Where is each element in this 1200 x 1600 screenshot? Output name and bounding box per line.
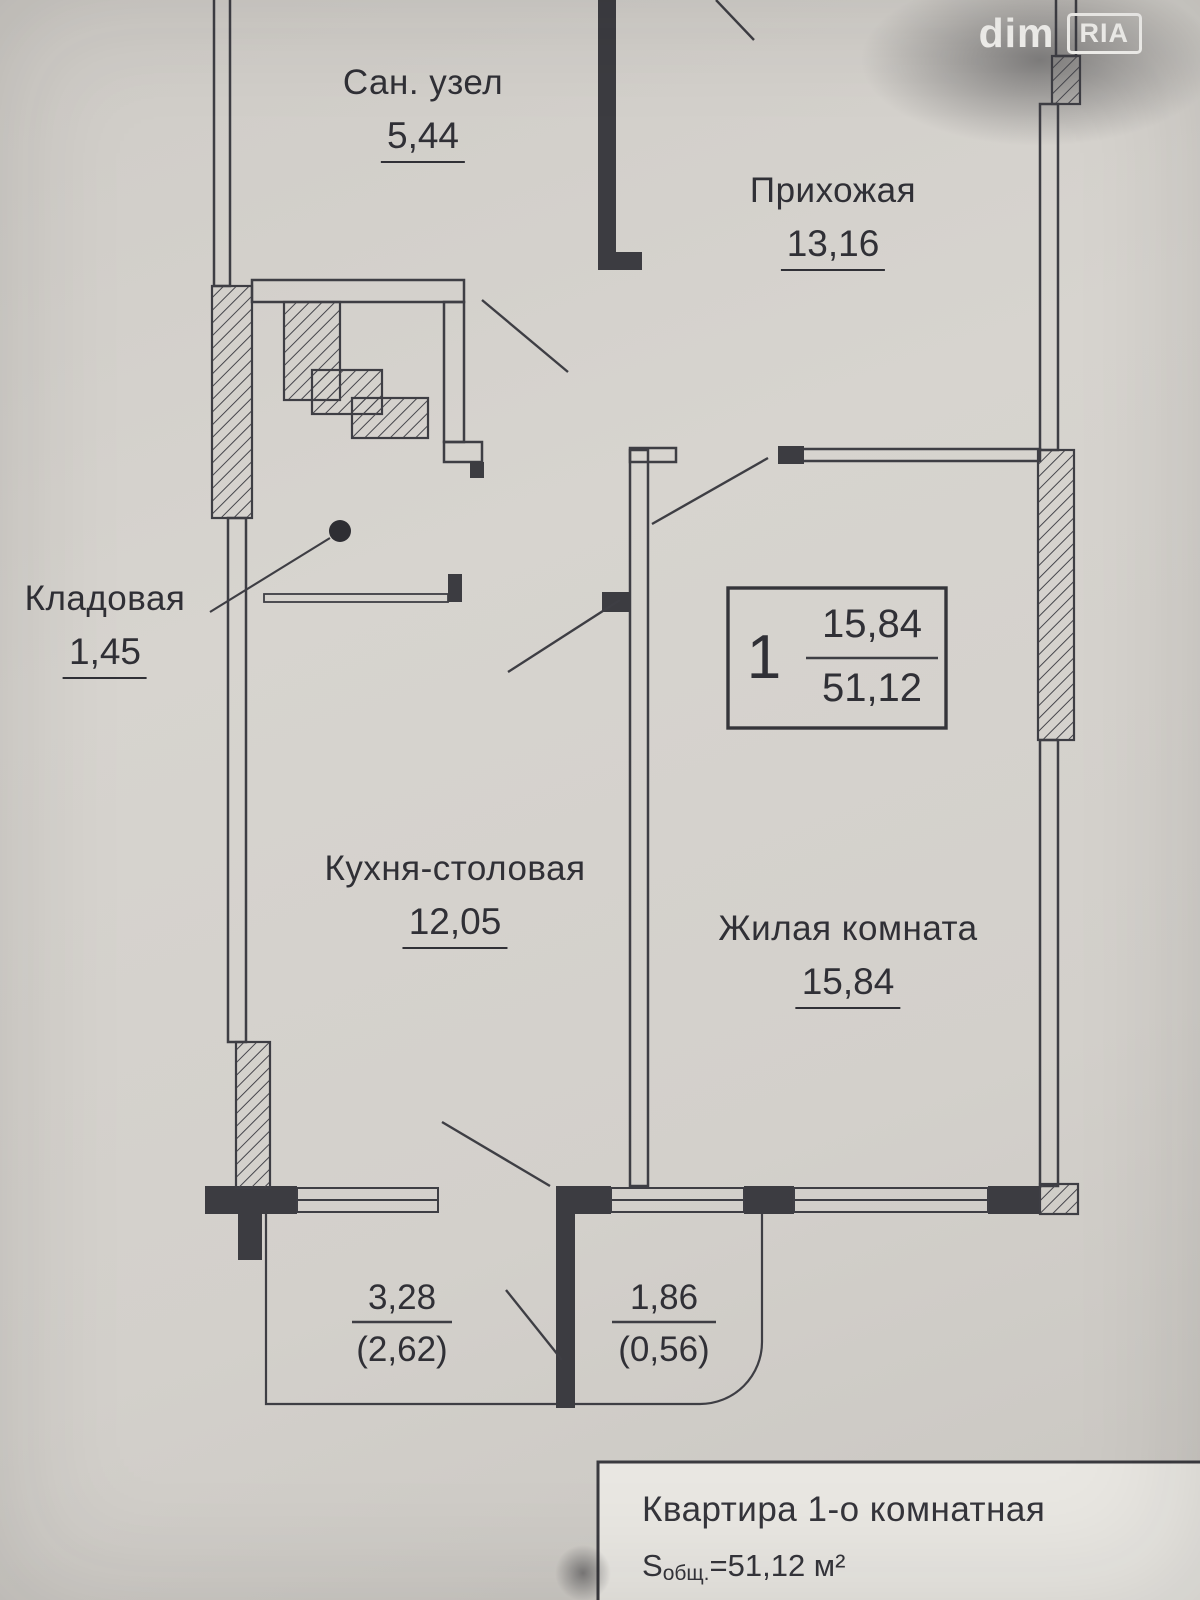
room-area: 13,16 xyxy=(780,221,886,271)
balcony-outlines xyxy=(264,1214,764,1406)
room-name: Сан. узел xyxy=(342,63,504,102)
dim-ria-watermark: dim RIA xyxy=(979,10,1142,57)
kladovaya-leader-dot xyxy=(329,520,351,542)
photo-shadow-bottom xyxy=(548,1538,618,1600)
title-block-total-area: Sобщ.=51,12 м² xyxy=(642,1548,845,1586)
room-label-san-uzel: Сан. узел 5,44 xyxy=(343,62,503,163)
room-area: 15,84 xyxy=(795,959,901,1009)
stamp-total-area: 51,12 xyxy=(821,666,923,710)
room-name: Кладовая xyxy=(24,579,186,618)
balcony-right-area-reduced: (0,56) xyxy=(618,1330,710,1369)
hatched-piers xyxy=(210,54,1082,1216)
balcony-left-area-full: 3,28 xyxy=(367,1278,437,1317)
s-value: =51,12 м² xyxy=(709,1548,846,1583)
title-block-box xyxy=(596,1460,1200,1600)
room-label-prihozhaya: Прихожая 13,16 xyxy=(750,170,916,271)
room-name: Кухня-столовая xyxy=(324,849,586,888)
balcony-right-area-full: 1,86 xyxy=(629,1278,699,1317)
photo-shadow-top-right xyxy=(810,0,1200,170)
stamp-living-area: 15,84 xyxy=(821,602,923,646)
room-label-zhilaya: Жилая комната 15,84 xyxy=(718,908,977,1009)
title-block-apartment-type: Квартира 1-о комнатная xyxy=(642,1490,1046,1529)
room-label-kuhnya: Кухня-столовая 12,05 xyxy=(324,848,585,949)
room-area: 12,05 xyxy=(402,899,508,949)
door-swings xyxy=(441,0,769,1361)
s-subscript: общ. xyxy=(662,1562,710,1585)
apartment-stamp-box xyxy=(726,586,948,730)
s-symbol: S xyxy=(642,1548,663,1583)
windows xyxy=(296,1187,989,1213)
annotation-lines xyxy=(209,520,938,1324)
room-name: Жилая комната xyxy=(718,909,978,948)
watermark-dim-text: dim xyxy=(978,10,1055,56)
room-area: 1,45 xyxy=(62,629,148,679)
balcony-left-area-reduced: (2,62) xyxy=(356,1330,448,1369)
stamp-room-count: 1 xyxy=(746,623,782,692)
room-name: Прихожая xyxy=(749,171,917,210)
watermark-ria-badge: RIA xyxy=(1066,13,1142,54)
room-area: 5,44 xyxy=(380,113,466,163)
room-label-kladovaya: Кладовая 1,45 xyxy=(25,578,186,679)
